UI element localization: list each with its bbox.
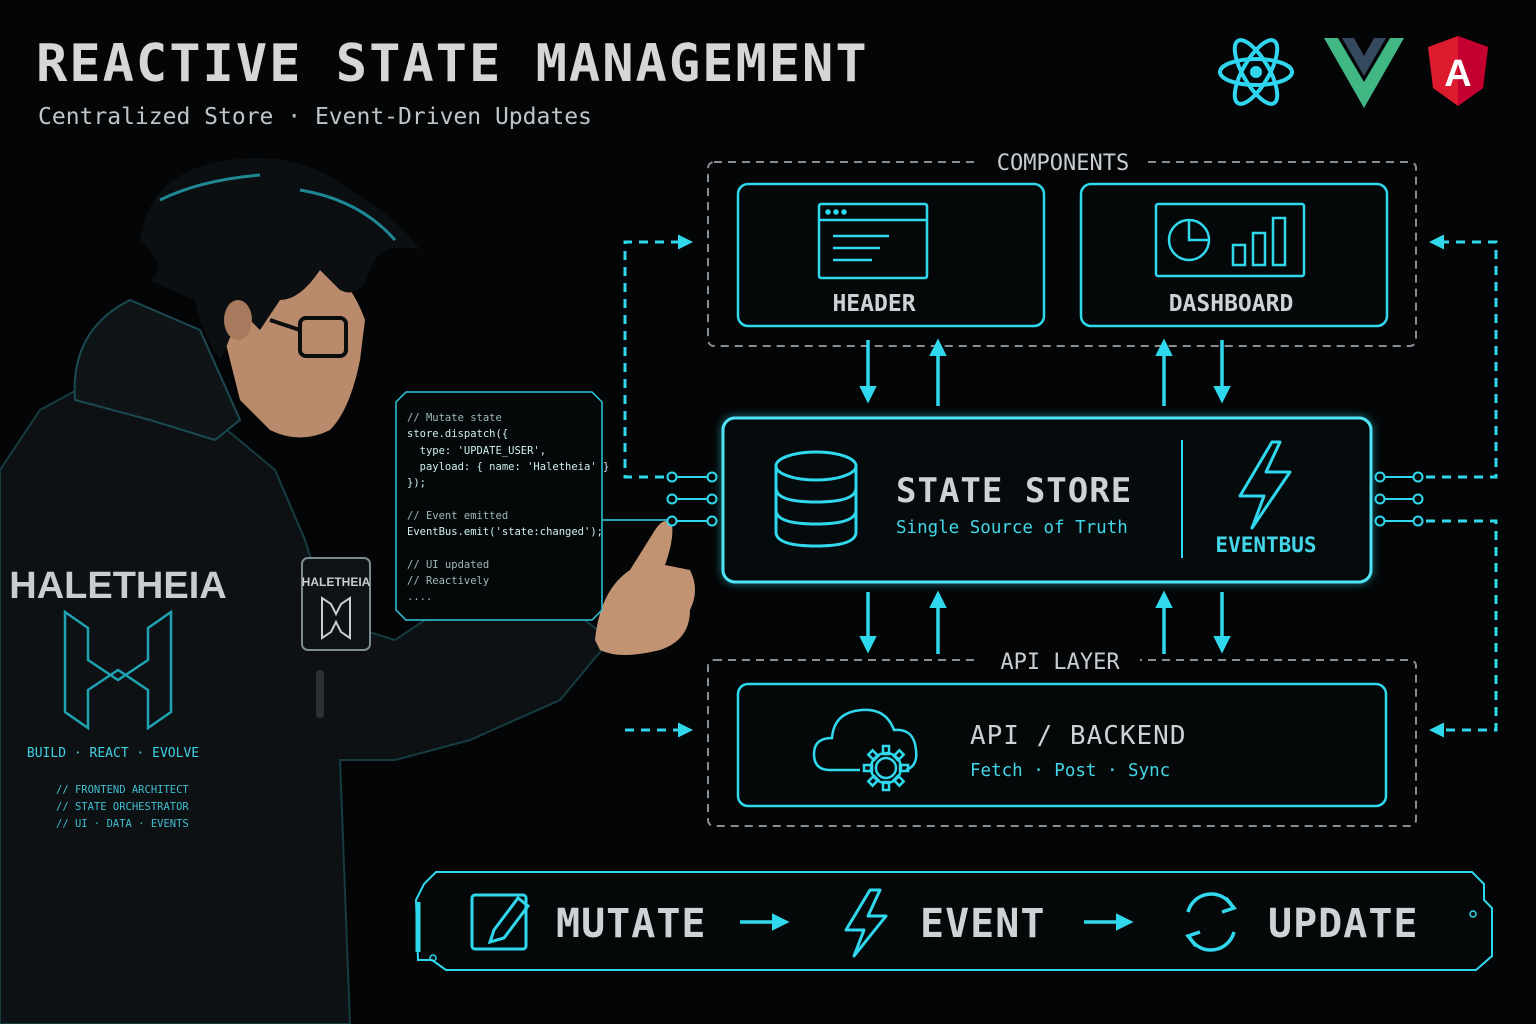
eventbus-lightning-icon <box>1238 440 1292 530</box>
flow-lightning-icon <box>844 888 888 958</box>
code-line: .... <box>407 591 433 604</box>
angular-logo: A <box>1428 36 1488 106</box>
flow-bar: MUTATE EVENT UPDATE <box>414 871 1493 971</box>
haletheia-logo-icon <box>63 609 173 731</box>
state-store-title: STATE STORE <box>896 471 1132 511</box>
database-icon <box>774 450 858 548</box>
event-label: EVENT <box>920 901 1045 947</box>
dashboard-card-label: DASHBOARD <box>1169 291 1294 317</box>
components-store-arrows <box>859 338 1231 406</box>
sleeve-patch-text: HALETHEIA <box>302 575 371 589</box>
store-api-arrows <box>859 590 1231 654</box>
code-line: }); <box>407 477 426 490</box>
code-line: payload: { name: 'Haletheia' } <box>407 460 610 473</box>
hoodie-role-1: // FRONTEND ARCHITECT <box>56 784 189 796</box>
sleeve-patch <box>301 557 371 651</box>
components-label: COMPONENTS <box>997 151 1129 176</box>
code-line: EventBus.emit('state:changed'); <box>407 526 603 539</box>
code-line: type: 'UPDATE_USER', <box>407 444 547 457</box>
react-logo <box>1218 38 1294 106</box>
hoodie-back-text: HALETHEIA <box>9 565 226 607</box>
code-line: // UI updated <box>407 558 490 571</box>
browser-window-icon <box>817 202 929 280</box>
api-backend-title: API / BACKEND <box>970 721 1187 751</box>
update-step: UPDATE <box>1185 892 1419 952</box>
chart-icon <box>1154 202 1306 278</box>
code-panel: // Mutate state store.dispatch({ type: 'U… <box>398 394 609 620</box>
code-line: // Event emitted <box>407 509 509 522</box>
code-line: // Reactively <box>407 574 490 587</box>
vue-logo <box>1324 38 1404 108</box>
api-layer-label: API LAYER <box>1000 650 1120 675</box>
code-line <box>407 540 609 556</box>
header-card[interactable]: HEADER <box>736 182 1046 328</box>
developer-character: HALETHEIA BUILD · REACT · EVOLVE // FRON… <box>0 158 695 1024</box>
hoodie-tagline: BUILD · REACT · EVOLVE <box>27 746 199 761</box>
code-line: store.dispatch({ <box>407 428 509 441</box>
store-right-connectors <box>1374 471 1424 527</box>
dashboard-card[interactable]: DASHBOARD <box>1079 182 1389 328</box>
api-backend-subtitle: Fetch · Post · Sync <box>970 761 1170 781</box>
cloud-gear-icon <box>812 708 918 792</box>
mutate-step: MUTATE <box>470 893 707 951</box>
update-label: UPDATE <box>1268 901 1419 947</box>
code-line <box>407 491 609 507</box>
framework-logos: A <box>1218 36 1488 108</box>
code-line: // Mutate state <box>407 412 502 424</box>
components-group <box>707 161 1417 347</box>
hoodie-role-2: // STATE ORCHESTRATOR <box>56 801 189 813</box>
page-subtitle: Centralized Store · Event-Driven Updates <box>38 104 592 130</box>
hoodie-role-3: // UI · DATA · EVENTS <box>56 818 189 830</box>
state-store-subtitle: Single Source of Truth <box>896 518 1128 538</box>
state-store-card[interactable]: STATE STORE Single Source of Truth EVENT… <box>721 416 1373 584</box>
store-left-connectors <box>666 471 718 527</box>
header-card-label: HEADER <box>832 291 915 317</box>
code-panel-frame <box>395 391 603 621</box>
page-title: REACTIVE STATE MANAGEMENT <box>36 34 869 94</box>
eventbus-label: EVENTBUS <box>1215 533 1316 557</box>
edit-icon <box>470 893 531 951</box>
event-step: EVENT <box>844 888 1045 958</box>
angular-letter: A <box>1444 53 1471 95</box>
refresh-icon <box>1185 892 1237 952</box>
feedback-loops <box>623 234 1498 738</box>
mutate-label: MUTATE <box>556 901 707 947</box>
api-backend-card[interactable]: API / BACKEND Fetch · Post · Sync <box>736 682 1388 808</box>
